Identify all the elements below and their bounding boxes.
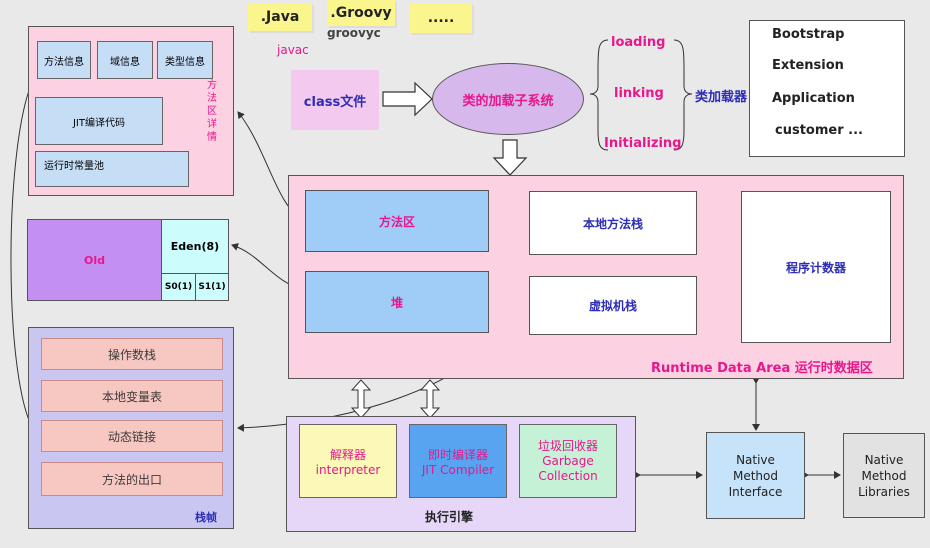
class-loader-subsystem-label: 类的加载子系统 bbox=[462, 93, 554, 109]
stack-frame-label: 栈帧 bbox=[195, 511, 217, 524]
execution-engine: 解释器 interpreter 即时编译器 JIT Compiler 垃圾回收器… bbox=[286, 416, 636, 532]
dynamic-linking-label: 动态链接 bbox=[107, 429, 156, 444]
survivor-s1: S1(1) bbox=[196, 274, 228, 300]
native-interface-line-2: Method bbox=[732, 468, 778, 483]
method-info-cell: 方法信息 bbox=[37, 41, 91, 79]
operand-stack: 操作数栈 bbox=[41, 338, 223, 370]
native-method-interface: Native Method Interface bbox=[706, 432, 805, 519]
local-variable-table-label: 本地变量表 bbox=[101, 389, 162, 404]
local-variable-table: 本地变量表 bbox=[41, 380, 223, 412]
class-loaders-box: Bootstrap Extension Application customer… bbox=[749, 20, 905, 157]
jit-compiler-cn-label: 即时编译器 bbox=[427, 447, 488, 462]
native-interface-line-3: Interface bbox=[728, 484, 783, 499]
eden-space-label: Eden(8) bbox=[170, 240, 220, 253]
survivor-s0-label: S0(1) bbox=[164, 282, 193, 292]
block-arrow-right bbox=[382, 81, 433, 117]
eden-space: Eden(8) bbox=[162, 220, 228, 274]
interpreter-cn-label: 解释器 bbox=[329, 447, 366, 462]
heap-detail-panel: Old Eden(8) S0(1) S1(1) bbox=[27, 219, 229, 301]
method-info-label: 方法信息 bbox=[44, 56, 84, 68]
vm-stack: 虚拟机栈 bbox=[529, 276, 697, 335]
double-arrow-left bbox=[350, 379, 372, 419]
method-area-label: 方法区 bbox=[378, 214, 415, 229]
jit-code-cache-label: JIT编译代码 bbox=[72, 117, 125, 129]
java-source-label: .Java bbox=[260, 9, 300, 25]
phase-loading: loading bbox=[611, 35, 666, 50]
garbage-collector-en-label-1: Garbage bbox=[542, 453, 594, 468]
program-counter: 程序计数器 bbox=[741, 191, 891, 343]
jit-compiler: 即时编译器 JIT Compiler bbox=[409, 424, 507, 498]
type-info-label: 类型信息 bbox=[165, 56, 205, 68]
dynamic-linking: 动态链接 bbox=[41, 420, 223, 452]
class-file-note: class文件 bbox=[291, 70, 379, 130]
jit-code-cache: JIT编译代码 bbox=[35, 97, 163, 145]
execution-engine-label: 执行引擎 bbox=[425, 510, 474, 524]
garbage-collector-cn-label: 垃圾回收器 bbox=[537, 438, 598, 453]
survivor-s0: S0(1) bbox=[162, 274, 196, 300]
return-address: 方法的出口 bbox=[41, 462, 223, 496]
class-loader-subsystem: 类的加载子系统 bbox=[432, 63, 584, 135]
return-address-label: 方法的出口 bbox=[101, 472, 162, 487]
operand-stack-label: 操作数栈 bbox=[107, 347, 156, 362]
native-method-stack-label: 本地方法栈 bbox=[582, 216, 643, 231]
method-area-detail-side-label: 方法区详情 bbox=[207, 80, 217, 143]
native-method-libraries: Native Method Libraries bbox=[843, 433, 925, 518]
vm-stack-label: 虚拟机栈 bbox=[588, 299, 637, 313]
type-info-cell: 类型信息 bbox=[157, 41, 213, 79]
groovyc-label: groovyc bbox=[327, 26, 381, 40]
garbage-collector: 垃圾回收器 Garbage Collection bbox=[519, 424, 617, 498]
block-arrow-down bbox=[492, 139, 528, 176]
stack-frame-panel: 操作数栈 本地变量表 动态链接 方法的出口 栈帧 bbox=[28, 327, 234, 529]
runtime-data-area-label: Runtime Data Area 运行时数据区 bbox=[651, 361, 873, 376]
interpreter-en-label: interpreter bbox=[315, 462, 381, 477]
native-libraries-line-1: Native bbox=[864, 452, 904, 467]
other-source-label: ..... bbox=[427, 10, 455, 26]
double-arrow-right bbox=[419, 379, 441, 419]
native-method-stack: 本地方法栈 bbox=[529, 191, 697, 255]
native-libraries-line-3: Libraries bbox=[858, 484, 910, 499]
method-area: 方法区 bbox=[305, 190, 489, 252]
groovy-source-label: .Groovy bbox=[330, 5, 392, 21]
old-generation-label: Old bbox=[84, 253, 105, 267]
phase-linking: linking bbox=[614, 86, 664, 101]
runtime-data-area: 方法区 堆 本地方法栈 虚拟机栈 程序计数器 Runtime Data Area… bbox=[288, 175, 904, 379]
java-source-note: .Java bbox=[248, 3, 312, 31]
bracket-left bbox=[589, 39, 609, 151]
class-loader-label: 类加载器 bbox=[695, 90, 748, 105]
heap-area: 堆 bbox=[305, 271, 489, 333]
interpreter: 解释器 interpreter bbox=[299, 424, 397, 498]
runtime-constant-pool-label: 运行时常量池 bbox=[44, 161, 104, 172]
heap-area-label: 堆 bbox=[390, 295, 403, 310]
class-file-label: class文件 bbox=[303, 94, 367, 110]
method-area-detail-panel: 方法信息 域信息 类型信息 JIT编译代码 运行时常量池 方法区详情 bbox=[28, 26, 234, 196]
field-info-cell: 域信息 bbox=[97, 41, 153, 79]
garbage-collector-en-label-2: Collection bbox=[538, 468, 598, 483]
loader-bootstrap: Bootstrap bbox=[772, 27, 845, 42]
program-counter-label: 程序计数器 bbox=[785, 260, 846, 275]
bracket-right bbox=[673, 39, 693, 151]
runtime-constant-pool: 运行时常量池 bbox=[35, 151, 189, 187]
native-interface-line-1: Native bbox=[736, 452, 775, 467]
other-source-note: ..... bbox=[410, 3, 472, 33]
loader-customer: customer ... bbox=[775, 123, 863, 138]
native-libraries-line-2: Method bbox=[861, 468, 907, 483]
loader-extension: Extension bbox=[772, 58, 844, 73]
loader-application: Application bbox=[772, 91, 855, 106]
field-info-label: 域信息 bbox=[110, 56, 140, 68]
jit-compiler-en-label: JIT Compiler bbox=[421, 462, 495, 477]
phase-initializing: Initializing bbox=[604, 136, 682, 151]
old-generation: Old bbox=[28, 220, 162, 300]
javac-label: javac bbox=[277, 43, 309, 57]
survivor-s1-label: S1(1) bbox=[198, 282, 226, 292]
groovy-source-note: .Groovy bbox=[327, 0, 395, 26]
